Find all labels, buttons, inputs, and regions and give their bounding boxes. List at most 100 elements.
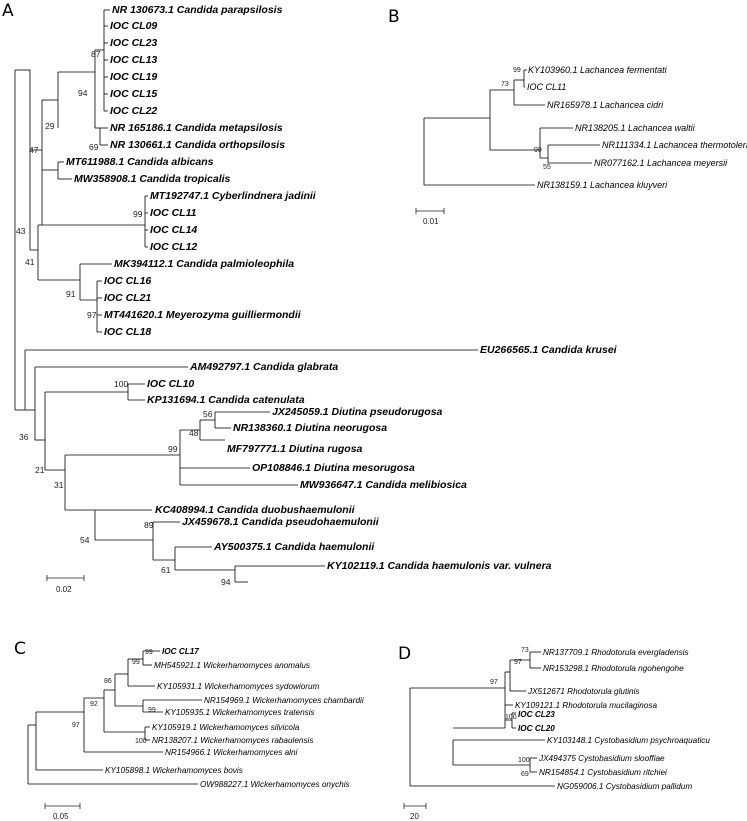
taxon-label: KY105935.1 Wickerhamomyces tratensis [165, 708, 315, 717]
taxon-label: KC408994.1 Candida duobushaemulonii [155, 504, 356, 516]
bootstrap-value: 99 [132, 659, 140, 666]
taxon-label: MH545921.1 Wickerhamomyces anomalus [154, 661, 310, 670]
taxon-label: NR 130673.1 Candida parapsilosis [112, 4, 283, 16]
taxon-label: NR154966.1 Wickerhamomyces alni [165, 748, 298, 757]
bootstrap-value: 41 [25, 257, 35, 267]
bootstrap-value: 99 [534, 147, 542, 154]
taxon-label: KY105919.1 Wickerhamomyces silvicola [152, 723, 300, 732]
taxon-label: KY109121.1 Rhodotorula mucilaginosa [515, 701, 657, 710]
taxon-label: IOC CL14 [150, 224, 197, 236]
bootstrap-value: 97 [514, 659, 522, 666]
bootstrap-value: 56 [203, 409, 213, 419]
taxon-label: IOC CL20 [518, 724, 555, 733]
bootstrap-value: 99 [168, 444, 178, 454]
bootstrap-value: 36 [19, 432, 29, 442]
taxon-label: KP131694.1 Candida catenulata [147, 394, 305, 406]
bootstrap-value: 21 [35, 465, 45, 475]
taxon-label: IOC CL11 [527, 82, 566, 92]
bootstrap-value: 94 [221, 577, 231, 587]
bootstrap-value: 73 [521, 647, 529, 654]
panel-d-taxa: NR137709.1 Rhodotorula evergladensis NR1… [515, 648, 710, 791]
bootstrap-value: 99 [145, 649, 153, 656]
panel-b: B 99 73 99 55 KY [388, 7, 747, 226]
taxon-label: EU266565.1 Candida krusei [480, 344, 618, 356]
taxon-label: JX459678.1 Candida pseudohaemulonii [182, 516, 380, 528]
panel-d-branches [409, 651, 555, 787]
taxon-label: KY105898.1 Wickerhamomyces bovis [105, 766, 243, 775]
panel-a-label: A [2, 1, 14, 21]
taxon-label: IOC CL15 [110, 88, 157, 100]
panel-b-label: B [388, 7, 400, 27]
taxon-label: NR077162.1 Lachancea meyersii [594, 158, 728, 168]
taxon-label: NR153298.1 Rhodotorula ngohengohe [543, 664, 684, 673]
bootstrap-value: 31 [54, 480, 64, 490]
bootstrap-value: 94 [78, 88, 88, 98]
taxon-label: NR138360.1 Diutina neorugosa [233, 422, 387, 434]
taxon-label: NR137709.1 Rhodotorula evergladensis [543, 648, 689, 657]
panel-c-taxa: IOC CL17 MH545921.1 Wickerhamomyces anom… [105, 647, 364, 789]
taxon-label: JX512671 Rhodotorula glutinis [527, 687, 640, 696]
panel-a-taxa: NR 130673.1 Candida parapsilosis IOC CL0… [66, 4, 618, 572]
bootstrap-value: 48 [189, 428, 199, 438]
bootstrap-value: 47 [29, 145, 39, 155]
taxon-label: NR138159.1 Lachancea kluyveri [537, 180, 668, 190]
taxon-label: NR165978.1 Lachancea cidri [547, 100, 664, 110]
bootstrap-value: 91 [66, 289, 76, 299]
taxon-label: IOC CL12 [150, 241, 197, 253]
scale-label: 0.01 [423, 217, 439, 226]
bootstrap-value: 100 [505, 714, 517, 721]
panel-d-bootstraps: 73 97 97 100 100 69 [490, 647, 530, 778]
bootstrap-value: 69 [89, 142, 99, 152]
bootstrap-value: 87 [91, 49, 101, 59]
panel-d: D 73 97 [398, 644, 710, 821]
scale-label: 20 [410, 812, 419, 821]
panel-a-bootstraps: 87 94 69 29 47 43 99 41 91 97 100 36 21 … [16, 49, 231, 587]
bootstrap-value: 55 [543, 164, 551, 171]
taxon-label: MT441620.1 Meyerozyma guilliermondii [104, 309, 302, 321]
panel-d-label: D [398, 644, 411, 664]
taxon-label: AY500375.1 Candida haemulonii [213, 541, 375, 553]
bootstrap-value: 69 [521, 771, 529, 778]
panel-d-scale-bar: 20 [403, 803, 427, 821]
taxon-label: IOC CL22 [110, 105, 157, 117]
taxon-label: IOC CL21 [104, 292, 151, 304]
bootstrap-value: 54 [80, 535, 90, 545]
taxon-label: IOC CL09 [110, 20, 157, 32]
panel-b-bootstraps: 99 73 99 55 [501, 67, 551, 171]
taxon-label: MW358908.1 Candida tropicalis [74, 173, 231, 185]
taxon-label: KY103148.1 Cystobasidium psychroaquaticu [547, 736, 710, 745]
panel-c-branches [27, 650, 202, 785]
taxon-label: MF797771.1 Diutina rugosa [227, 443, 363, 455]
bootstrap-value: 73 [501, 81, 509, 88]
bootstrap-value: 92 [90, 701, 98, 708]
taxon-label: OW988227.1 Wickerhamomyces onychis [200, 780, 350, 789]
taxon-label: NR154969.1 Wickerhamomyces chambardii [204, 696, 364, 705]
taxon-label: NR138207.1 Wickerhamomyces rabaulensis [152, 736, 313, 745]
taxon-label: OP108846.1 Diutina mesorugosa [252, 462, 415, 474]
taxon-label: IOC CL23 [110, 37, 157, 49]
taxon-label: IOC CL13 [110, 54, 157, 66]
taxon-label: KY102119.1 Candida haemulonis var. vulne… [327, 560, 552, 572]
taxon-label: IOC CL19 [110, 71, 157, 83]
panel-b-scale-bar: 0.01 [415, 208, 445, 226]
panel-c-scale-bar: 0.05 [44, 803, 81, 821]
taxon-label: JX494375 Cystobasidium slooffiae [538, 754, 665, 763]
taxon-label: IOC CL16 [104, 275, 151, 287]
panel-a-scale-bar: 0.02 [46, 575, 85, 594]
panel-c-bootstraps: 99 99 86 92 99 100 97 [72, 649, 156, 745]
panel-c-label: C [14, 639, 26, 659]
taxon-label: AM492797.1 Candida glabrata [189, 361, 338, 373]
bootstrap-value: 99 [513, 67, 521, 74]
bootstrap-value: 29 [45, 121, 55, 131]
taxon-label: NR 165186.1 Candida metapsilosis [110, 122, 283, 134]
taxon-label: IOC CL11 [150, 207, 197, 219]
bootstrap-value: 89 [144, 520, 154, 530]
taxon-label: IOC CL10 [147, 378, 194, 390]
bootstrap-value: 43 [16, 226, 26, 236]
bootstrap-value: 97 [87, 310, 97, 320]
scale-label: 0.02 [56, 585, 72, 594]
panel-a: A [2, 1, 618, 594]
panel-b-branches [423, 69, 600, 186]
taxon-label: MW936647.1 Candida melibiosica [300, 479, 467, 491]
